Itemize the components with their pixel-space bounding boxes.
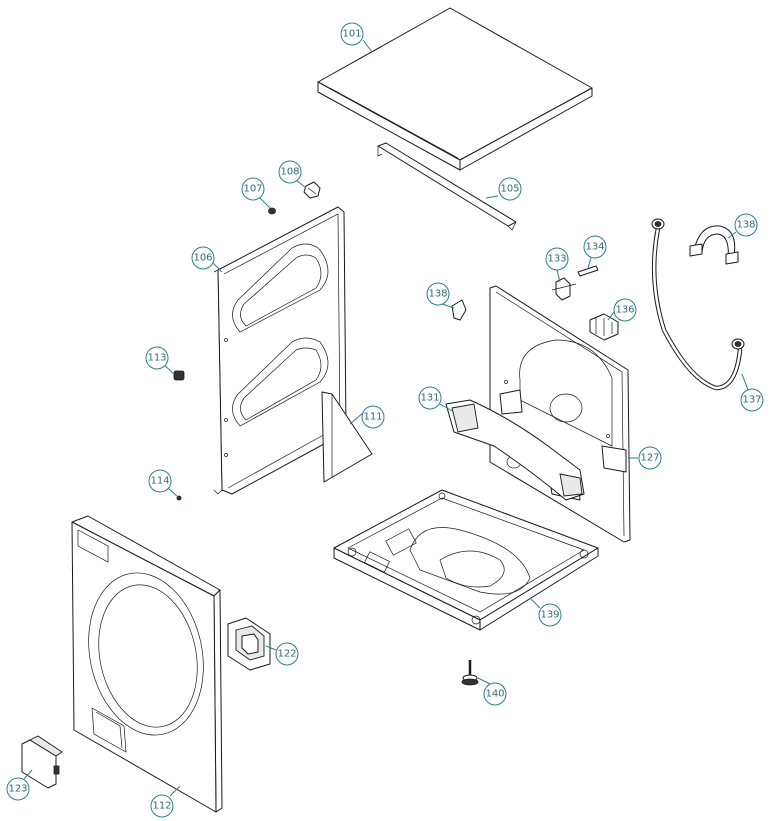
small-clip: [451, 299, 467, 321]
svg-text:107: 107: [243, 184, 262, 195]
svg-text:137: 137: [742, 395, 761, 406]
svg-text:105: 105: [500, 184, 519, 195]
callout-123: 123: [6, 777, 30, 801]
cross-brace: [445, 399, 585, 501]
svg-text:139: 139: [540, 610, 559, 621]
callout-133: 133: [545, 247, 569, 271]
svg-text:140: 140: [485, 689, 504, 700]
hinge-clip: [303, 181, 321, 199]
callout-140: 140: [483, 682, 507, 706]
callout-113: 113: [145, 346, 169, 370]
callout-137: 137: [740, 388, 764, 412]
triangular-bracket: [321, 391, 373, 483]
bolt: [577, 265, 599, 277]
valve: [551, 277, 577, 301]
svg-text:114: 114: [150, 476, 169, 487]
svg-text:108: 108: [280, 167, 299, 178]
callout-114: 114: [148, 469, 172, 493]
svg-text:136: 136: [615, 305, 634, 316]
inlet-hose: [651, 218, 745, 391]
top-cover: [317, 7, 593, 171]
callout-136: 136: [613, 298, 637, 322]
svg-text:134: 134: [585, 242, 604, 253]
svg-text:101: 101: [342, 29, 361, 40]
svg-text:131: 131: [420, 393, 439, 404]
grommet: [173, 370, 185, 381]
svg-text:127: 127: [640, 453, 659, 464]
callout-122: 122: [275, 642, 299, 666]
callout-112: 112: [150, 794, 174, 818]
hose-clip: [689, 225, 739, 265]
callout-138-small-clip: 138: [426, 282, 450, 306]
callout-131: 131: [418, 386, 442, 410]
callout-105: 105: [498, 177, 522, 201]
svg-text:138: 138: [428, 289, 447, 300]
callout-127: 127: [638, 446, 662, 470]
door-lock-frame: [227, 617, 271, 671]
svg-text:133: 133: [547, 254, 566, 265]
callout-101: 101: [340, 22, 364, 46]
adjustable-foot: [461, 660, 479, 686]
screw: [268, 207, 276, 215]
svg-text:111: 111: [363, 412, 382, 423]
callout-106: 106: [191, 246, 215, 270]
svg-text:138: 138: [736, 220, 755, 231]
rail: [377, 142, 517, 231]
svg-text:122: 122: [277, 649, 296, 660]
svg-text:106: 106: [193, 253, 212, 264]
callout-138-hose-clip: 138: [734, 213, 758, 237]
callout-111: 111: [361, 405, 385, 429]
callout-108: 108: [278, 160, 302, 184]
callout-139: 139: [538, 603, 562, 627]
svg-text:113: 113: [147, 353, 166, 364]
svg-text:123: 123: [8, 784, 27, 795]
svg-text:112: 112: [152, 801, 171, 812]
base-frame: [333, 489, 599, 631]
side-panel-left: [213, 206, 347, 495]
callout-134: 134: [583, 235, 607, 259]
connector-block: [589, 313, 619, 341]
service-cover: [21, 735, 63, 789]
front-panel: [71, 515, 223, 813]
callout-107: 107: [241, 177, 265, 201]
